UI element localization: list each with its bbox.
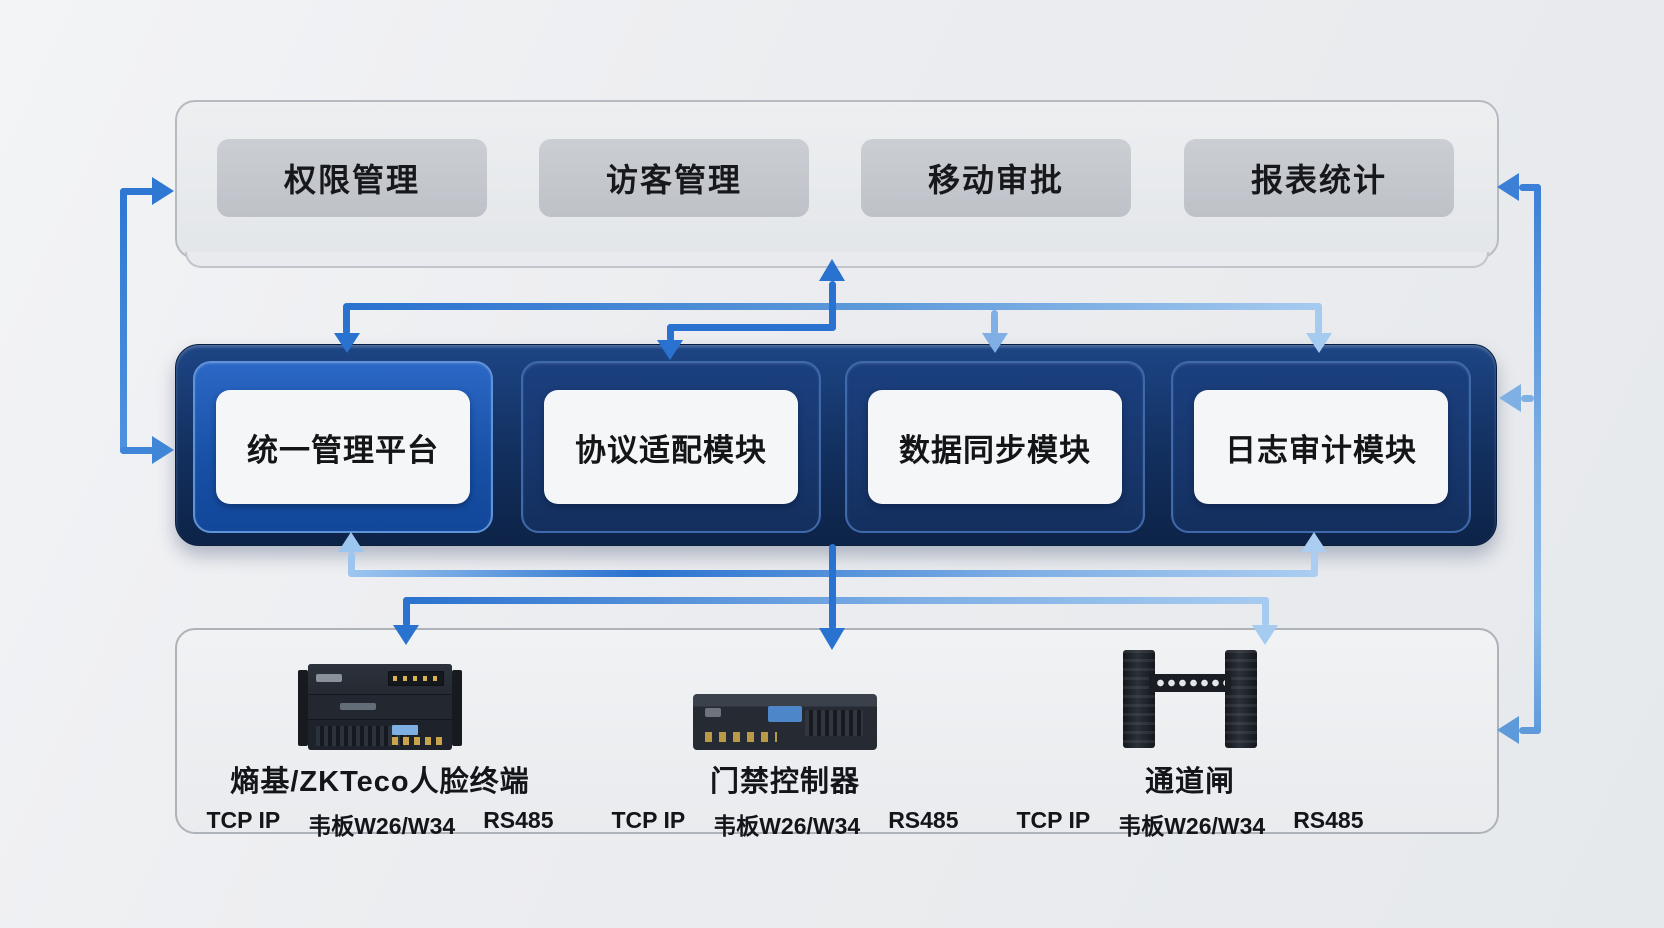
protocol-rs485: RS485 [1293,807,1364,833]
unified-platform-panel: 统一管理平台 [193,361,493,533]
face-terminal-protocols: TCP IP 韦板W26/W34 RS485 [206,807,553,841]
protocol-tcpip: TCP IP [206,807,281,833]
turnstile-gate-image [1123,650,1257,750]
arrow-segment [1315,303,1322,335]
brand-logo-icon [316,674,342,682]
face-terminal-image [298,664,462,750]
vent-grid-icon [316,726,406,746]
arrow-segment [120,188,127,454]
data-sync-label: 数据同步模块 [899,432,1091,468]
protocol-rs485: RS485 [888,807,959,833]
port-row-icon [705,732,777,742]
permission-management-box: 权限管理 [217,139,487,217]
platform-layer-container: 统一管理平台 协议适配模块 数据同步模块 日志审计模块 [175,344,1497,546]
gate-pillar-icon [1123,650,1155,748]
log-audit-box: 日志审计模块 [1194,390,1448,504]
arrow-head-right-icon [152,436,174,464]
visitor-management-box: 访客管理 [539,139,809,217]
protocol-tcpip: TCP IP [1016,807,1091,833]
access-controller-art-slot [693,646,877,750]
rack-unit-icon [308,664,452,695]
arrow-segment [345,303,1322,310]
face-terminal-device: 熵基/ZKTeco人脸终端 TCP IP 韦板W26/W34 RS485 [190,646,570,841]
arrow-segment [343,303,350,335]
face-terminal-name: 熵基/ZKTeco人脸终端 [230,766,530,798]
protocol-tcpip: TCP IP [611,807,686,833]
port-row-icon [392,737,444,745]
unified-platform-box: 统一管理平台 [216,390,470,504]
arrow-segment [120,188,156,195]
face-terminal-art-slot [298,646,462,750]
report-statistics-label: 报表统计 [1250,162,1387,198]
rack-ear-icon [298,670,308,746]
log-audit-label: 日志审计模块 [1225,432,1417,468]
visitor-management-label: 访客管理 [605,162,742,198]
arrow-segment [829,544,836,630]
arrow-segment [403,597,410,627]
brand-logo-icon [705,708,721,717]
arrow-segment [1521,395,1534,402]
data-sync-box: 数据同步模块 [868,390,1122,504]
application-layer-container: 权限管理 访客管理 移动审批 报表统计 [175,100,1499,268]
access-controller-protocols: TCP IP 韦板W26/W34 RS485 [611,807,958,841]
protocol-rs485: RS485 [483,807,554,833]
report-statistics-box: 报表统计 [1184,139,1454,217]
mobile-approval-box: 移动审批 [861,139,1131,217]
vent-grid-icon [805,710,863,736]
rack-unit-icon [308,720,452,750]
arrow-segment [1519,727,1541,734]
permission-management-label: 权限管理 [283,162,420,198]
arrow-segment [403,597,1269,604]
log-audit-panel: 日志审计模块 [1171,361,1471,533]
lcd-display-icon [392,725,418,735]
protocol-wiegand: 韦板W26/W34 [1118,813,1266,839]
protocol-adapter-box: 协议适配模块 [544,390,798,504]
arrow-segment [1262,597,1269,627]
arrow-head-left-icon [1497,716,1519,744]
protocol-wiegand: 韦板W26/W34 [713,813,861,839]
brand-logo-icon [340,703,376,710]
led-panel-icon [388,671,444,686]
protocol-adapter-label: 协议适配模块 [575,432,767,468]
turnstile-gate-device: 通道闸 TCP IP 韦板W26/W34 RS485 [1000,646,1380,841]
access-controller-image [693,694,877,750]
gate-pillar-icon [1225,650,1257,748]
turnstile-art-slot [1123,646,1257,750]
arrow-head-left-icon [1499,384,1521,412]
arrow-segment [348,570,1318,577]
arrow-segment [829,281,836,331]
arrow-segment [348,552,355,577]
rack-unit-icon [308,695,452,720]
turnstile-gate-name: 通道闸 [1144,766,1235,798]
arrow-segment [120,447,156,454]
access-controller-name: 门禁控制器 [709,766,860,798]
blue-button-icon [768,706,802,722]
access-controller-device: 门禁控制器 TCP IP 韦板W26/W34 RS485 [595,646,975,841]
arrow-segment [667,324,674,342]
unified-platform-label: 统一管理平台 [247,432,439,468]
arrow-segment [1311,552,1318,577]
rack-ear-icon [452,670,462,746]
arrow-head-right-icon [152,177,174,205]
mobile-approval-label: 移动审批 [927,162,1064,198]
data-sync-panel: 数据同步模块 [845,361,1145,533]
rack-chassis-icon [308,664,452,750]
gate-bar-icon [1149,674,1231,692]
arrow-segment [1534,184,1541,734]
turnstile-gate-protocols: TCP IP 韦板W26/W34 RS485 [1016,807,1363,841]
protocol-wiegand: 韦板W26/W34 [308,813,456,839]
arrow-head-left-icon [1497,173,1519,201]
arrow-segment [991,310,998,335]
protocol-adapter-panel: 协议适配模块 [521,361,821,533]
arrow-segment [1519,184,1541,191]
arrow-segment [667,324,836,331]
